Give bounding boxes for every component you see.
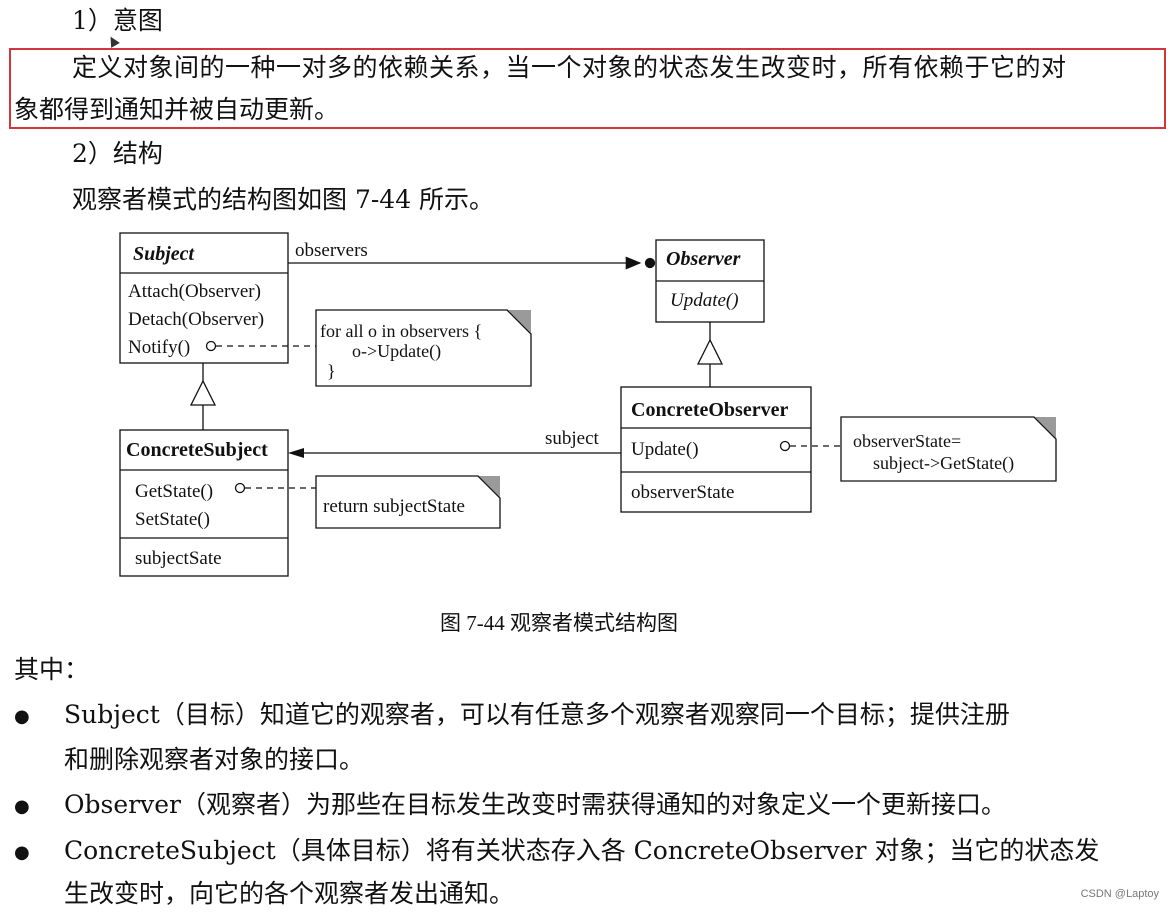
observer-pattern-uml-diagram: Subject Attach(Observer) Detach(Observer… [119,232,1057,635]
note-notify-line1: for all o in observers { [320,321,482,341]
bullet-3-line1: ConcreteSubject（具体目标）将有关状态存入各 ConcreteOb… [64,836,1100,865]
structure-heading: 2）结构 [72,139,163,168]
bullet-1-line2: 和删除观察者对象的接口。 [64,745,365,774]
bullet-dot-3: ● [14,842,30,863]
figure-caption: 图 7-44 观察者模式结构图 [440,611,678,635]
subject-op-attach: Attach(Observer) [128,281,261,302]
intent-text-line2: 象都得到通知并被自动更新。 [14,95,340,124]
concrete-subject-class-box [119,429,289,577]
bullet-3-line2: 生改变时，向它的各个观察者发出通知。 [64,879,515,908]
concrete-observer-op-update: Update() [631,439,699,460]
bullet-1-line1: Subject（目标）知道它的观察者，可以有任意多个观察者观察同一个目标；提供注… [64,700,1010,729]
note-notify-line2: o->Update() [352,341,441,362]
note-getstate-text: return subjectState [323,496,465,517]
subject-association-label: subject [545,428,600,449]
concrete-subject-op-getstate: GetState() [135,481,213,502]
subject-op-detach: Detach(Observer) [128,309,264,330]
intent-text-line1: 定义对象间的一种一对多的依赖关系，当一个对象的状态发生改变时，所有依赖于它的对 [72,53,1067,82]
bullet-dot-1: ● [14,706,30,727]
observer-class-name: Observer [666,248,741,270]
subject-op-notify: Notify() [128,337,190,358]
note-update-line1: observerState= [853,431,961,451]
concrete-subject-attr: subjectSate [135,548,222,569]
note-notify-line3: } [327,361,336,381]
among-label: 其中： [14,655,90,684]
note-notify [315,309,532,387]
concrete-observer-class-box [620,386,812,513]
observer-op-update: Update() [670,290,739,311]
concrete-observer-attr: observerState [631,482,734,503]
highlight-box [9,48,1166,129]
subject-class-name: Subject [133,243,196,265]
inheritance-triangle-subject [189,379,217,406]
watermark: CSDN @Laptoy [1080,888,1159,900]
note-getstate [315,475,501,529]
observers-association-label: observers [295,240,368,261]
concrete-subject-class-name: ConcreteSubject [126,439,268,461]
concrete-subject-op-setstate: SetState() [135,509,210,530]
bullet-dot-2: ● [14,796,30,817]
inheritance-triangle-observer [696,338,724,365]
note-update [840,416,1057,482]
subject-class-box [119,232,289,364]
structure-intro: 观察者模式的结构图如图 7-44 所示。 [72,185,495,214]
intent-heading: 1）意图 [72,6,163,35]
concrete-observer-class-name: ConcreteObserver [631,399,788,421]
note-update-line2: subject->GetState() [873,453,1014,474]
mouse-cursor-icon [106,34,120,48]
bullet-2-line1: Observer（观察者）为那些在目标发生改变时需获得通知的对象定义一个更新接口… [64,790,1006,819]
